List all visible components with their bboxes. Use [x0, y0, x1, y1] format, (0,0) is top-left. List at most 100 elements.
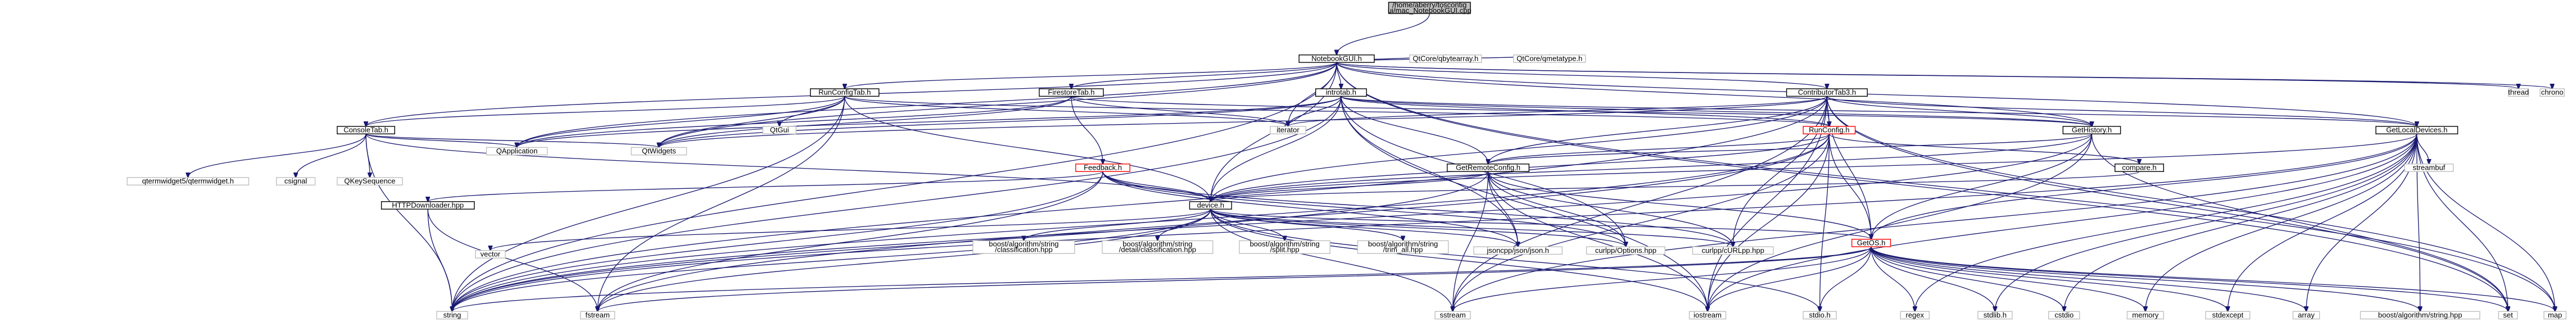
include-arrow-contributortab-to-githistory — [1826, 96, 2091, 126]
include-arrow-getlocaldevices-to-sstream — [1453, 134, 2417, 311]
include-arrow-runconfigtab-to-qtwidgets — [659, 96, 845, 147]
include-arrow-githistory-to-getremoteconfig — [1488, 133, 2093, 164]
file-node-label: ui/mac_NotebookGUI.cpp — [1388, 6, 1472, 15]
include-arrow-getos-to-fstream — [597, 246, 1872, 311]
file-node-box — [475, 250, 506, 259]
file-node-getlocaldevices[interactable]: GetLocalDevices.h — [2375, 126, 2459, 134]
file-node-runconfigtab[interactable]: RunConfigTab.h — [810, 88, 880, 97]
file-node-box — [1447, 164, 1529, 172]
file-node-main[interactable]: /home/aberry/toscontigui/mac_NotebookGUI… — [1388, 1, 1472, 15]
file-node-label: /home/aberry/toscontig — [1392, 1, 1466, 9]
file-node-csignal: csignal — [276, 177, 316, 186]
include-arrow-runconfig-to-iostream — [1708, 134, 1830, 311]
file-node-label: Feedback.h — [1084, 164, 1122, 172]
include-arrow-firestoretab-to-feedback — [1071, 96, 1103, 164]
file-node-notebookgui[interactable]: NotebookGUI.h — [1298, 54, 1375, 63]
include-arrow-consoletab-to-qapplication — [365, 133, 517, 147]
include-arrow-consoletab-to-csignal — [296, 134, 366, 178]
file-node-contributortab[interactable]: ContributorTab3.h — [1786, 88, 1868, 97]
file-node-box — [276, 177, 316, 186]
include-arrow-device-to-sstream — [1210, 209, 1453, 311]
file-node-box — [126, 177, 250, 186]
include-arrow-getos-to-array — [1871, 246, 2306, 311]
file-node-memory: memory — [2126, 311, 2165, 320]
include-arrow-notebookgui-to-string — [452, 62, 1337, 311]
include-arrow-getos-to-sstream — [1453, 246, 1872, 311]
file-node-label: stdlib.h — [1984, 311, 2007, 319]
file-node-box — [1900, 311, 1930, 320]
include-arrow-consoletab-to-qtermwidget — [188, 134, 366, 178]
file-node-qtermwidget: qtermwidget5/qtermwidget.h — [126, 177, 250, 186]
file-node-label: set — [2503, 311, 2513, 319]
file-node-qapplication: QApplication — [486, 147, 548, 156]
file-node-runconfig[interactable]: RunConfig.h — [1803, 126, 1856, 134]
file-node-compare[interactable]: compare.h — [2115, 164, 2165, 172]
include-arrow-device-to-curlppurl — [1210, 208, 1733, 247]
file-node-label: HTTPDownloader.hpp — [392, 201, 464, 209]
file-node-box — [2205, 311, 2251, 320]
file-node-stdlibh: stdlib.h — [1977, 311, 2013, 320]
include-arrow-feedback-to-string — [452, 171, 1103, 311]
file-node-box — [1586, 246, 1665, 255]
file-node-box — [1851, 238, 1891, 247]
include-arrow-getlocaldevices-to-string — [452, 134, 2417, 311]
include-arrow-firestoretab-to-qtwidgets — [659, 96, 1072, 147]
file-node-set: set — [2498, 311, 2518, 320]
include-arrow-githistory-to-getos — [1871, 134, 2093, 239]
include-arrow-getremoteconfig-to-string — [452, 171, 1489, 311]
include-arrow-notebookgui-to-set — [1336, 62, 2508, 311]
file-node-firestoretab[interactable]: FirestoreTab.h — [1039, 88, 1104, 97]
include-arrow-contributortab-to-device — [1211, 96, 1828, 201]
file-node-label: curlpp/cURLpp.hpp — [1702, 246, 1764, 255]
file-node-feedback[interactable]: Feedback.h — [1075, 164, 1130, 172]
file-node-box — [810, 88, 880, 97]
include-arrow-feedback-to-curlppoptions — [1102, 171, 1626, 247]
file-node-label: compare.h — [2122, 164, 2156, 172]
file-node-qtgui: QtGui — [762, 126, 796, 134]
file-node-label: /trim_all.hpp — [1383, 246, 1423, 254]
include-arrow-contributortab-to-getlocaldevices — [1826, 96, 2416, 126]
file-node-iostream: iostream — [1688, 311, 1727, 320]
file-node-regex: regex — [1900, 311, 1930, 320]
include-arrow-getremoteconfig-to-device — [1211, 171, 1489, 202]
file-node-label: iterator — [1276, 126, 1300, 134]
file-node-box — [2508, 88, 2529, 97]
include-arrow-introtab-to-string — [452, 96, 1342, 311]
include-arrow-consoletab-to-device — [365, 134, 1211, 201]
file-node-label: boost/algorithm/string — [1122, 240, 1192, 248]
file-node-label: QKeySequence — [344, 177, 395, 185]
file-node-qbytearray: QtCore/qbytearray.h — [1409, 54, 1482, 63]
include-arrow-notebookgui-to-qapplication — [517, 62, 1337, 147]
include-arrow-contributortab-to-getos — [1826, 96, 1871, 239]
file-node-label: sstream — [1439, 311, 1465, 319]
file-node-getremoteconfig[interactable]: GetRemoteConfig.h — [1447, 164, 1529, 172]
file-node-classification: boost/algorithm/string/classification.hp… — [972, 240, 1075, 254]
file-node-label: regex — [1905, 311, 1924, 319]
file-node-box — [2543, 311, 2566, 320]
file-node-box — [381, 201, 475, 210]
include-arrow-device-to-vector — [490, 208, 1211, 251]
include-arrow-getos-to-map — [1871, 246, 2555, 311]
file-node-device[interactable]: device.h — [1189, 201, 1232, 210]
file-node-box — [1357, 240, 1449, 254]
include-arrow-notebookgui-to-contributortab — [1336, 62, 1827, 89]
include-arrow-contributortab-to-iostream — [1708, 96, 1828, 311]
include-arrow-contributortab-to-string — [452, 96, 1828, 311]
file-node-label: /detail/classification.hpp — [1119, 246, 1196, 254]
include-arrow-runconfigtab-to-string — [452, 96, 845, 311]
include-nodes: /home/aberry/toscontigui/mac_NotebookGUI… — [126, 1, 2566, 320]
include-arrow-feedback-to-curlppurl — [1102, 171, 1733, 247]
file-node-httpdownloader[interactable]: HTTPDownloader.hpp — [381, 201, 475, 210]
include-arrow-consoletab-to-string — [365, 134, 452, 311]
file-node-label: streambuf — [2412, 164, 2445, 172]
file-node-label: NotebookGUI.h — [1311, 54, 1362, 62]
include-arrow-feedback-to-fstream — [597, 171, 1103, 311]
file-node-introtab[interactable]: introtab.h — [1315, 88, 1367, 97]
file-node-githistory[interactable]: GetHistory.h — [2062, 126, 2121, 134]
file-node-label: /classification.hpp — [995, 246, 1053, 254]
file-node-consoletab[interactable]: ConsoleTab.h — [337, 126, 395, 134]
file-node-box — [1102, 240, 1214, 254]
file-node-getos[interactable]: GetOS.h — [1851, 238, 1891, 247]
file-node-box — [2062, 126, 2121, 134]
include-arrow-githistory-to-string — [452, 134, 2093, 311]
